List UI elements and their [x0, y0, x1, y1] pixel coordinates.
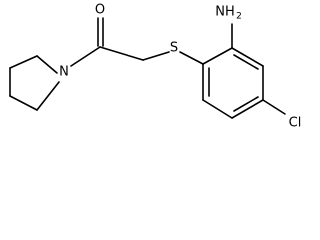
- molecule-svg: O N S NH 2 Cl: [9, 3, 302, 131]
- bond-s-c1: [179, 51, 204, 65]
- bond-c4-cl: [262, 99, 286, 115]
- bond-carbonyl-ch2: [99, 46, 144, 61]
- nitrogen-label: N: [59, 65, 69, 80]
- bond-c2-c3-inner: [233, 54, 259, 70]
- amide-chain: [70, 17, 170, 67]
- structure-diagram: O N S NH 2 Cl: [9, 3, 302, 131]
- benzene-ring: [179, 47, 264, 119]
- bond-c5-n: [36, 81, 60, 111]
- bond-ch2-s: [142, 51, 170, 61]
- bond-n-carbonyl: [70, 46, 101, 67]
- amine-label: NH: [215, 5, 235, 20]
- bond-c4-c5: [9, 95, 38, 111]
- substituents: [231, 23, 286, 115]
- bond-c4-c5: [231, 99, 264, 119]
- oxygen-label: O: [95, 3, 105, 18]
- pyrrolidine-ring: [9, 55, 60, 111]
- bond-c5-c6: [202, 99, 233, 119]
- bond-c2-c3: [9, 55, 38, 69]
- bond-c4-c5-inner: [233, 96, 259, 112]
- bond-n-c2: [36, 55, 58, 74]
- amine-subscript: 2: [236, 12, 242, 22]
- chlorine-label: Cl: [289, 116, 302, 131]
- bond-c2-c3: [231, 47, 264, 67]
- sulfur-label: S: [170, 41, 178, 56]
- bond-c1-c2: [202, 47, 233, 65]
